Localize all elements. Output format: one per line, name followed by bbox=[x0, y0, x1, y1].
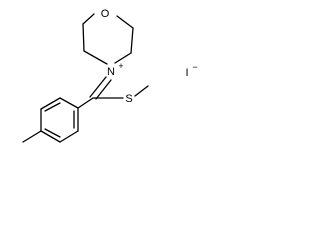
bond-s-ch3 bbox=[134, 85, 149, 97]
iodide-element-label: I bbox=[185, 67, 188, 79]
morpholine-ring bbox=[82, 13, 134, 65]
bond-ar1 bbox=[59, 97, 79, 109]
oxygen-atom-label: O bbox=[101, 8, 110, 20]
bond-c2-n bbox=[83, 50, 108, 65]
bond-ar-inner2 bbox=[44, 128, 61, 138]
nitrogen-charge-label: + bbox=[118, 61, 123, 71]
sulfur-atom-label: S bbox=[125, 93, 132, 105]
bond-n-c-a bbox=[89, 76, 107, 98]
nitrogen-atom-label: N bbox=[107, 66, 115, 78]
bond-c3-c4 bbox=[130, 27, 134, 54]
bond-c4-o bbox=[116, 15, 134, 29]
bond-n-c3 bbox=[114, 52, 132, 64]
tolyl-ring bbox=[22, 97, 94, 143]
bond-ar4 bbox=[40, 130, 61, 143]
bond-c-ar bbox=[77, 97, 94, 109]
bond-ar5 bbox=[59, 130, 79, 143]
bond-o-c1 bbox=[82, 13, 95, 25]
bond-ar-inner1 bbox=[44, 102, 61, 112]
bond-n-c-b bbox=[95, 79, 112, 100]
bond-ar2 bbox=[40, 97, 61, 110]
iodide-charge-label: − bbox=[192, 62, 197, 72]
bond-c1-c2 bbox=[82, 23, 85, 52]
methylthio-group bbox=[92, 85, 149, 99]
iminium-double-bond bbox=[89, 76, 112, 100]
bond-ar-ch3 bbox=[22, 130, 42, 143]
chemical-structure: O N + S I − bbox=[22, 8, 198, 143]
